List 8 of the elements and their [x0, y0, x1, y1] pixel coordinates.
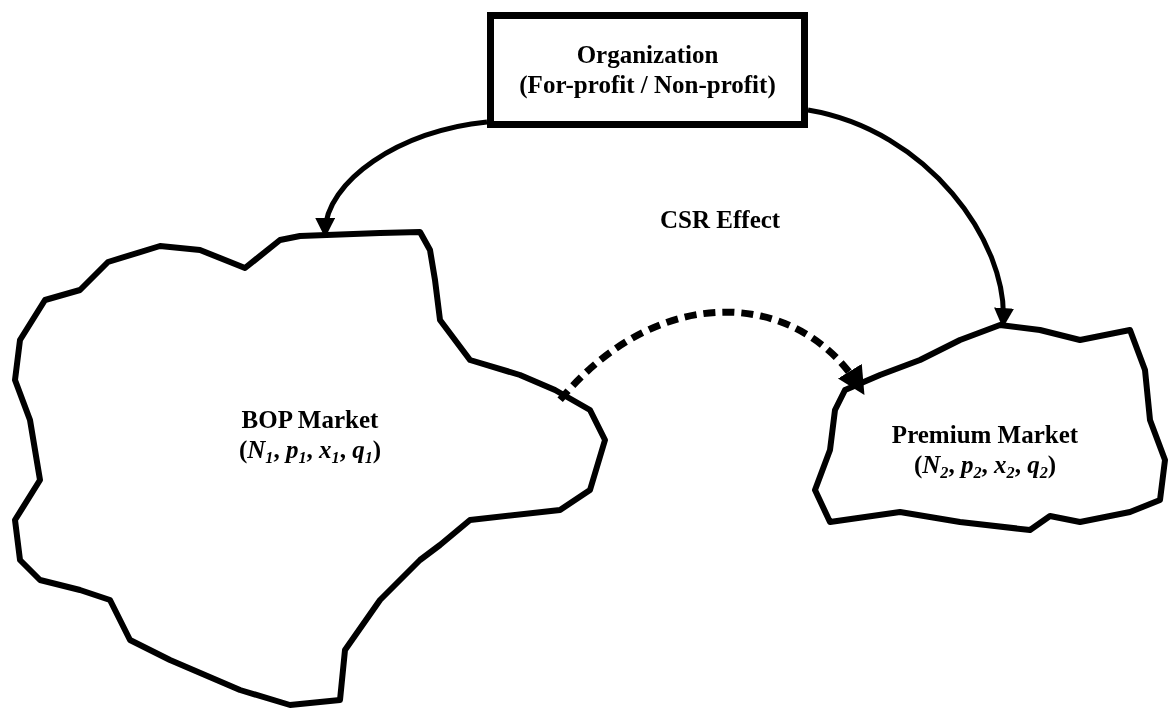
- organization-box: [487, 12, 808, 128]
- node-subtitle: (N$_{2}$, p$_{2}$, x$_{2}$, q$_{2}$): [913, 450, 1057, 480]
- node-title: Organization: [576, 40, 719, 70]
- node-title: BOP Market: [241, 405, 379, 435]
- node-title: Premium Market: [891, 420, 1079, 450]
- node-subtitle: (N$_{1}$, p$_{1}$, x$_{1}$, q$_{1}$): [238, 435, 382, 465]
- dashed-arrow: [557, 308, 866, 403]
- node-subtitle: (For-profit / Non-profit): [519, 70, 776, 100]
